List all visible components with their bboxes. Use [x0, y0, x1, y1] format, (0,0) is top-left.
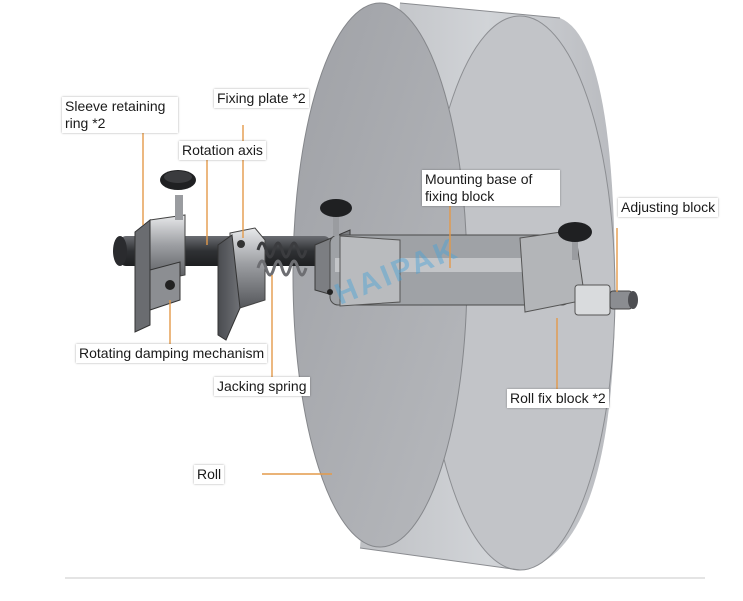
label-sleeve-retaining-ring: Sleeve retaining ring *2 [62, 97, 178, 133]
label-adjusting-block: Adjusting block [618, 198, 719, 217]
label-rotating-damping: Rotating damping mechanism [76, 344, 268, 363]
label-rotation-axis: Rotation axis [179, 141, 266, 160]
jacking-spring [256, 241, 308, 277]
sleeve-retaining-ring-part [134, 170, 196, 333]
label-roll: Roll [194, 465, 225, 484]
label-mounting-base: Mounting base of fixing block [422, 170, 560, 206]
label-roll-fix-block: Roll fix block *2 [507, 389, 609, 408]
fixing-plate-part [217, 227, 266, 341]
label-jacking-spring: Jacking spring [214, 377, 310, 396]
label-fixing-plate: Fixing plate *2 [214, 89, 309, 108]
